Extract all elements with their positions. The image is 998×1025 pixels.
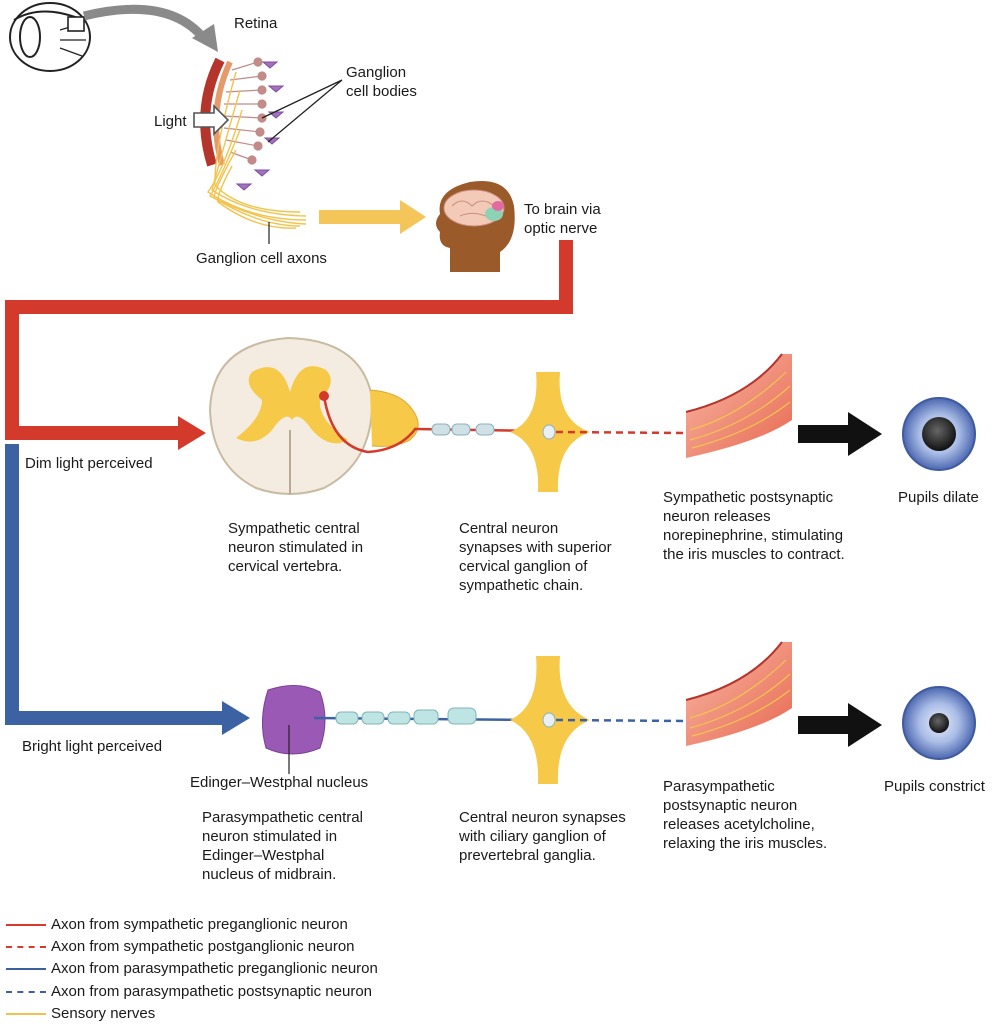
legend-swatch (6, 946, 46, 948)
bright-light-label: Bright light perceived (22, 738, 163, 755)
legend-label: Axon from parasympathetic preganglionic … (51, 960, 378, 977)
light-label: Light (154, 113, 187, 130)
legend-label: Axon from sympathetic postganglionic neu… (51, 938, 355, 955)
retina-label: Retina (234, 15, 278, 32)
edinger-westphal-label: Edinger–Westphal nucleus (190, 774, 369, 791)
dim-light-label: Dim light perceived (25, 455, 153, 472)
head-with-brain-icon (436, 181, 515, 272)
legend-item: Axon from sympathetic postganglionic neu… (0, 936, 460, 958)
pupil-constricted-icon (902, 686, 976, 760)
pathway-red (5, 240, 573, 433)
ganglion-cell-bodies-label: Ganglion cell bodies (346, 64, 417, 100)
eye-icon (9, 2, 91, 72)
sensory-arrow (319, 200, 426, 234)
sympathetic-postsynaptic-label: Sympathetic postsynaptic neuron releases… (663, 489, 845, 563)
sympathetic-postganglionic-axon (555, 430, 687, 435)
parasympathetic-preganglionic-axon (313, 707, 541, 725)
pathway-red-horizontal (5, 426, 183, 440)
bright-light-arrow (222, 701, 250, 735)
legend-swatch (6, 991, 46, 993)
ganglion-cell-axons-label: Ganglion cell axons (196, 250, 327, 267)
legend-item: Axon from parasympathetic postsynaptic n… (0, 981, 460, 1003)
sympathetic-central-label: Sympathetic central neuron stimulated in… (228, 520, 364, 575)
iris-muscle-icon (685, 353, 792, 458)
legend-label: Axon from parasympathetic postsynaptic n… (51, 983, 372, 1000)
dim-light-arrow (178, 416, 206, 450)
legend-item: Axon from parasympathetic preganglionic … (0, 958, 460, 980)
legend-item: Sensory nerves (0, 1003, 460, 1025)
edinger-westphal-nucleus-icon (262, 685, 326, 774)
central-synapse-ciliary-label: Central neuron synapses with ciliary gan… (459, 809, 626, 864)
parasympathetic-central-label: Parasympathetic central neuron stimulate… (202, 809, 363, 883)
central-synapse-superior-label: Central neuron synapses with superior ce… (459, 520, 612, 594)
spinal-cord-cross-section-icon (208, 336, 419, 495)
legend-swatch (6, 968, 46, 970)
parasympathetic-postsynaptic-label: Parasympathetic postsynaptic neuron rele… (663, 778, 828, 852)
ganglion-pointer-lines (261, 79, 343, 143)
parasympathetic-postsynaptic-axon (555, 718, 687, 723)
legend-label: Axon from sympathetic preganglionic neur… (51, 916, 348, 933)
zoom-arrow-head (192, 24, 218, 52)
legend-swatch (6, 924, 46, 926)
dilate-arrow (798, 412, 882, 456)
constrict-arrow (798, 703, 882, 747)
retina-illustration (200, 57, 307, 244)
pupils-constrict-label: Pupils constrict (884, 778, 985, 795)
zoom-arrow (82, 4, 209, 43)
ciliary-ganglion-icon (510, 656, 590, 784)
pathway-blue-horizontal (5, 711, 227, 725)
iris-muscle-icon (685, 641, 792, 746)
pupils-dilate-label: Pupils dilate (898, 489, 979, 506)
to-brain-label: To brain via optic nerve (524, 201, 601, 237)
superior-cervical-ganglion-icon (510, 372, 590, 492)
legend-swatch (6, 1013, 46, 1015)
light-arrow-icon (193, 104, 230, 136)
pupil-dilated-icon (902, 397, 976, 471)
legend-label: Sensory nerves (51, 1005, 156, 1022)
legend-item: Axon from sympathetic preganglionic neur… (0, 914, 460, 936)
